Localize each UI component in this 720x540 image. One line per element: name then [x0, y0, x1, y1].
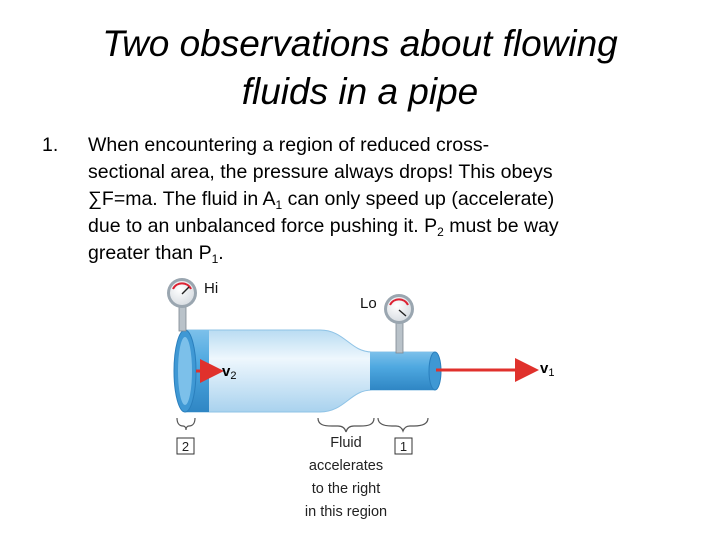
pipe-inlet-inner — [178, 337, 192, 405]
brace-region-2 — [176, 417, 196, 431]
pressure-gauge-lo — [384, 294, 414, 354]
v2-label: v2 — [222, 363, 236, 382]
slide-title: Two observations about flowing fluids in… — [40, 20, 680, 116]
v1-label: v1 — [540, 360, 554, 379]
item-line-2: sectional area, the pressure always drop… — [88, 161, 553, 183]
caption-line-4: in this region — [305, 504, 387, 520]
item-line-5: greater than P1. — [88, 240, 688, 267]
caption-line-3: to the right — [312, 481, 381, 497]
pipe-flow-diagram: Hi Lo v2 v1 2 Fluid accelerates to the r… — [167, 278, 554, 520]
caption-line-1: Fluid — [330, 435, 361, 451]
item-line-4: due to an unbalanced force pushing it. P… — [88, 213, 688, 240]
item-number: 1. — [42, 134, 59, 156]
caption-line-2: accelerates — [309, 458, 383, 474]
title-line-2: fluids in a pipe — [241, 71, 479, 112]
item-body: When encountering a region of reduced cr… — [88, 132, 688, 267]
region-1-label: 1 — [400, 439, 407, 454]
item-line-5-b: . — [218, 242, 224, 264]
item-line-3-a: ∑F=ma. The fluid in A — [88, 188, 276, 210]
item-line-1: When encountering a region of reduced cr… — [88, 134, 490, 156]
brace-region-1 — [377, 417, 429, 433]
item-line-5-a: greater than P — [88, 242, 212, 264]
item-line-3: ∑F=ma. The fluid in A1 can only speed up… — [88, 186, 688, 213]
region-2-box — [176, 437, 195, 455]
title-line-1: Two observations about flowing — [102, 23, 618, 64]
item-line-3-sub: 1 — [275, 198, 283, 212]
item-line-4-sub: 2 — [437, 225, 444, 239]
gauge-hi-label: Hi — [204, 280, 218, 297]
item-line-4-a: due to an unbalanced force pushing it. P — [88, 215, 438, 237]
pressure-gauge-hi — [167, 278, 197, 332]
region-1-box — [394, 437, 413, 455]
item-line-5-sub: 1 — [211, 252, 219, 266]
pipe-narrow-band — [370, 352, 435, 390]
item-line-3-b: can only speed up (accelerate) — [282, 188, 555, 210]
gauge-lo-label: Lo — [360, 295, 377, 312]
brace-accel-region — [317, 417, 375, 433]
region-2-label: 2 — [182, 439, 189, 454]
item-line-4-b: must be way — [443, 215, 559, 237]
